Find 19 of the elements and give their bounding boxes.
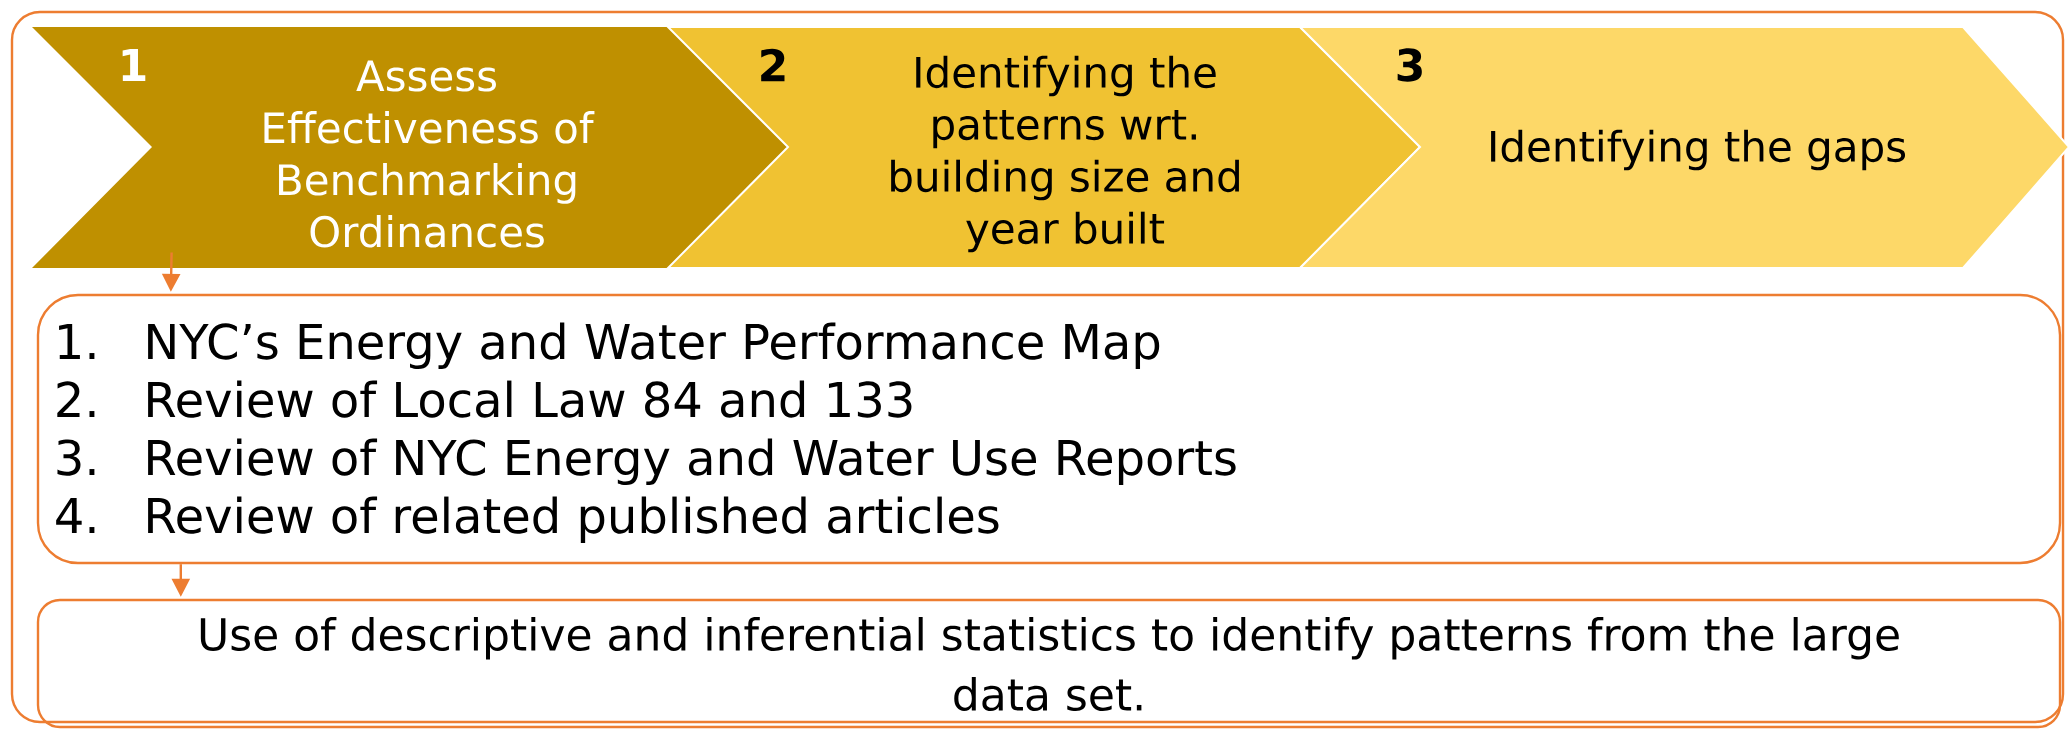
list-item: NYC’s Energy and Water Performance Map (148, 322, 1160, 369)
step-title: Identifying the patterns wrt. building size and year built (891, 55, 1239, 253)
list-number: 4. (56, 498, 95, 533)
process-step-band (32, 27, 788, 268)
list-number: 3. (57, 439, 95, 476)
step-number: 3 (1397, 48, 1422, 82)
list-item: Review of related published articles (148, 496, 999, 543)
list-item: Review of Local Law 84 and 133 (148, 380, 912, 418)
step-number: 2 (761, 48, 785, 82)
step-number: 1 (122, 48, 146, 82)
list-box (36, 293, 2062, 565)
list-number: 1. (59, 324, 95, 359)
step-title: Identifying the gaps (1491, 129, 1906, 171)
step-title: Assess Effectiveness of Benchmarking Ordinances (264, 60, 595, 248)
list-item: Review of NYC Energy and Water Use Reports (148, 438, 1236, 485)
list-number: 2. (57, 381, 95, 417)
process-step-band (1297, 26, 2069, 269)
text-box: Use of descriptive and inferential statistics to identify patterns from the large data set. (36, 598, 2062, 729)
frame-box (10, 10, 2065, 724)
